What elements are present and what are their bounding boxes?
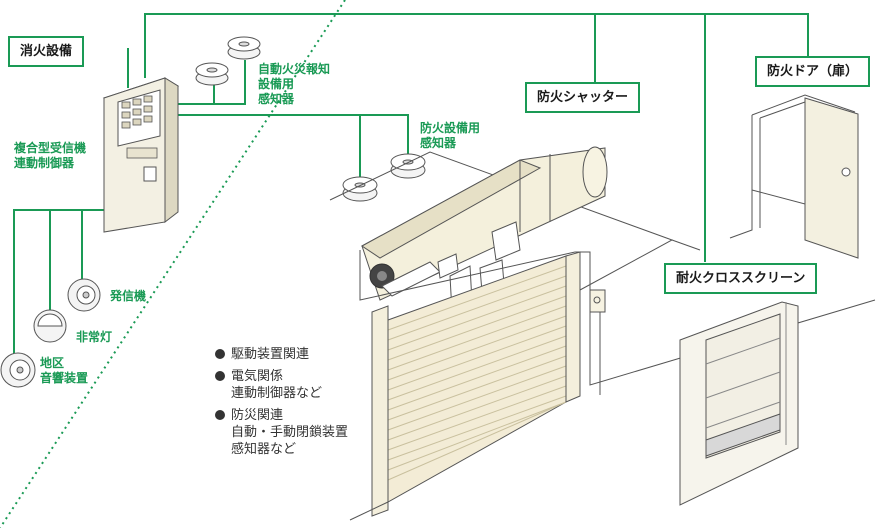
receiver-cabinet (102, 77, 180, 233)
wiring (13, 13, 809, 355)
bullet-item: 電気関係 連動制御器など (215, 368, 348, 402)
label-receiver: 複合型受信機 連動制御器 (14, 141, 87, 170)
label-transmitter: 発信機 (110, 289, 147, 303)
transmitter-icon (67, 278, 101, 312)
emergency-light-icon (33, 309, 67, 343)
detector-icon (195, 62, 229, 86)
label-alarm: 地区 音響装置 (40, 356, 89, 385)
label-auto-detector: 自動火災報知 設備用 感知器 (258, 62, 331, 106)
bullet-dot-icon (215, 371, 225, 381)
detector-icon (342, 176, 378, 202)
bullet-dot-icon (215, 349, 225, 359)
bullet-item: 防災関連 自動・手動閉鎖装置 感知器など (215, 407, 348, 458)
fire-door (729, 94, 859, 259)
cross-screen (679, 301, 799, 506)
label-fire-equipment: 消火設備 (8, 36, 85, 67)
bullet-list: 駆動装置関連 電気関係 連動制御器など 防災関連 自動・手動閉鎖装置 感知器など (215, 346, 348, 463)
bullet-dot-icon (215, 410, 225, 420)
alarm-bell-icon (0, 352, 36, 388)
switch-icon (589, 289, 606, 313)
bullet-item: 駆動装置関連 (215, 346, 348, 363)
shutter-curtain (349, 251, 581, 521)
bullet-text: 電気関係 連動制御器など (231, 369, 323, 401)
bullet-text: 防災関連 自動・手動閉鎖装置 感知器など (231, 408, 349, 457)
label-shutter: 防火シャッター (525, 82, 641, 113)
label-fire-door: 防火ドア（扉） (755, 56, 871, 87)
label-fire-detector: 防火設備用 感知器 (420, 121, 481, 150)
detector-icon (227, 36, 261, 60)
detector-icon (390, 153, 426, 179)
label-emergency-light: 非常灯 (76, 330, 113, 344)
bullet-text: 駆動装置関連 (231, 347, 310, 362)
label-cross-screen: 耐火クロススクリーン (664, 263, 818, 294)
